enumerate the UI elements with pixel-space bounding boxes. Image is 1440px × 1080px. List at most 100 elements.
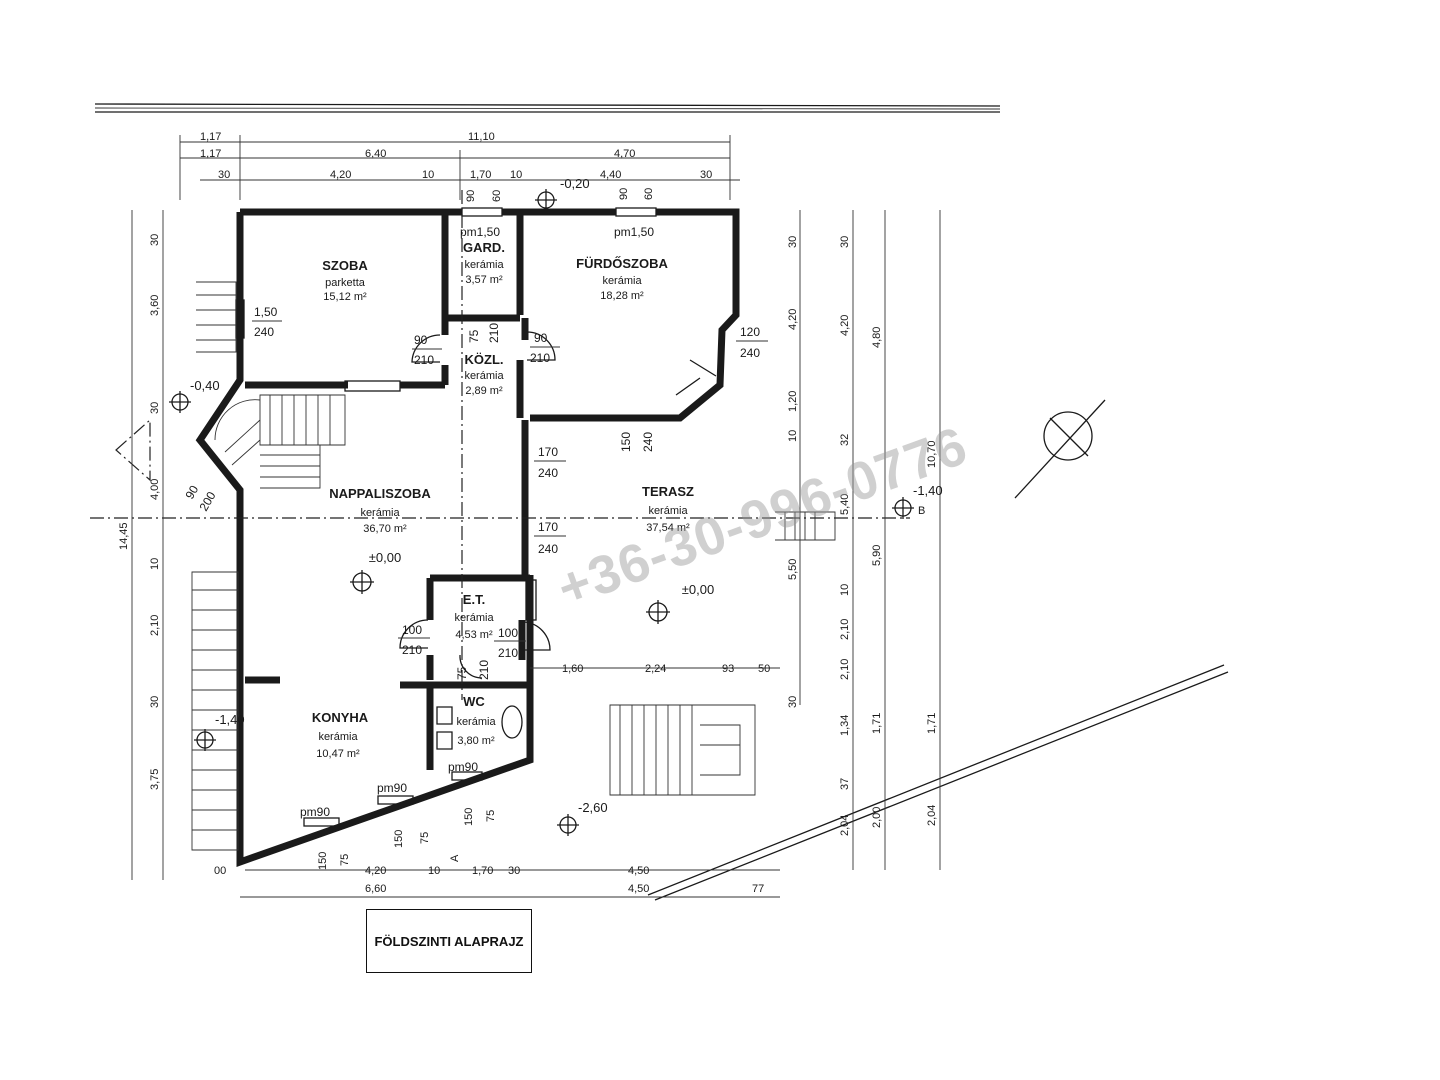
room-material: kerámia	[464, 370, 504, 382]
svg-text:30: 30	[839, 236, 851, 248]
svg-text:1,70: 1,70	[472, 865, 493, 877]
svg-text:240: 240	[740, 346, 760, 360]
exterior-stairs-terrace	[609, 704, 756, 796]
room-name: WC	[463, 694, 485, 709]
room-et: E.T. kerámia 4,53 m²	[454, 592, 494, 641]
svg-text:30: 30	[787, 696, 799, 708]
svg-text:37: 37	[839, 778, 851, 790]
room-material: parketta	[325, 277, 366, 289]
svg-text:60: 60	[643, 188, 655, 200]
room-name: E.T.	[463, 592, 485, 607]
door-label: 100 210	[494, 626, 526, 660]
room-name: NAPPALISZOBA	[329, 486, 431, 501]
door-swings	[399, 331, 717, 679]
svg-text:1,20: 1,20	[787, 391, 799, 412]
door-label: 75 210	[455, 660, 491, 680]
svg-text:150: 150	[463, 808, 475, 826]
svg-text:10: 10	[422, 169, 434, 181]
room-name: GARD.	[463, 240, 505, 255]
svg-text:30: 30	[508, 865, 520, 877]
svg-text:100: 100	[402, 623, 422, 637]
svg-text:150: 150	[317, 852, 329, 870]
window-labels: pm1,50 pm1,50 pm90 pm90 pm90	[300, 225, 654, 819]
svg-text:75: 75	[467, 329, 481, 343]
site-boundary-diagonal	[647, 664, 1229, 901]
svg-text:4,20: 4,20	[365, 865, 386, 877]
room-name: KONYHA	[312, 710, 369, 725]
level-label: -0,40	[190, 378, 220, 393]
level-marker-icon	[169, 391, 191, 413]
svg-text:4,50: 4,50	[628, 865, 649, 877]
left-dimensions: 30 3,60 30 4,00 14,45 10 2,10 30 3,75	[118, 234, 161, 790]
room-material: kerámia	[454, 612, 494, 624]
room-wc: WC kerámia 3,80 m²	[456, 694, 496, 747]
svg-text:1,71: 1,71	[871, 713, 883, 734]
room-area: 3,57 m²	[465, 274, 503, 286]
room-nappaliszoba: NAPPALISZOBA kerámia 36,70 m² ±0,00	[329, 486, 431, 565]
section-marks: A B	[449, 505, 925, 862]
svg-text:4,00: 4,00	[149, 479, 161, 500]
window-label: pm90	[448, 760, 478, 774]
svg-text:30: 30	[700, 169, 712, 181]
svg-text:120: 120	[740, 325, 760, 339]
svg-text:90: 90	[414, 333, 428, 347]
svg-text:240: 240	[254, 325, 274, 339]
svg-text:3,75: 3,75	[149, 769, 161, 790]
room-material: kerámia	[464, 259, 504, 271]
svg-text:90: 90	[465, 190, 477, 202]
room-area: 10,47 m²	[316, 748, 360, 760]
door-label: 100 210	[398, 623, 430, 657]
svg-text:5,90: 5,90	[871, 545, 883, 566]
svg-text:240: 240	[538, 542, 558, 556]
svg-text:5,50: 5,50	[787, 559, 799, 580]
right-dimensions: 30 4,20 10 1,20 5,50 30 30 4,20 32 5,40 …	[787, 236, 938, 836]
svg-text:30: 30	[149, 234, 161, 246]
svg-text:14,45: 14,45	[118, 522, 130, 550]
svg-text:10: 10	[510, 169, 522, 181]
room-area: 3,80 m²	[457, 735, 495, 747]
svg-text:240: 240	[538, 466, 558, 480]
svg-text:1,71: 1,71	[926, 713, 938, 734]
svg-text:10: 10	[149, 558, 161, 570]
svg-text:6,40: 6,40	[365, 148, 386, 160]
room-kozl: KÖZL. kerámia 2,89 m²	[464, 352, 504, 397]
svg-text:2,10: 2,10	[839, 659, 851, 680]
bottom-dimensions: 00 4,20 10 1,70 30 4,50 6,60 4,50 77 1,6…	[214, 663, 770, 895]
svg-text:10: 10	[787, 430, 799, 442]
exterior-stairs-right	[775, 511, 836, 541]
svg-text:4,80: 4,80	[871, 327, 883, 348]
window-label: pm90	[377, 781, 407, 795]
level-label: ±0,00	[369, 550, 401, 565]
room-gard: GARD. kerámia 3,57 m²	[463, 240, 505, 286]
svg-text:2,10: 2,10	[839, 619, 851, 640]
door-label: 170 240	[534, 520, 566, 556]
svg-text:6,60: 6,60	[365, 883, 386, 895]
interior-staircase	[214, 394, 346, 489]
svg-text:75: 75	[485, 810, 497, 822]
wc-fixtures	[436, 705, 523, 750]
door-label: 75 210	[467, 323, 501, 343]
windows	[235, 207, 657, 827]
svg-text:10: 10	[839, 584, 851, 596]
top-dimensions: 1,17 11,10 1,17 6,40 4,70 30 4,20 10 1,7…	[200, 131, 712, 202]
level-label: -0,20	[560, 176, 590, 191]
svg-text:1,34: 1,34	[839, 715, 851, 736]
window-label: pm90	[300, 805, 330, 819]
svg-text:30: 30	[787, 236, 799, 248]
svg-text:210: 210	[402, 643, 422, 657]
svg-text:2,00: 2,00	[871, 807, 883, 828]
svg-text:30: 30	[149, 696, 161, 708]
svg-text:4,20: 4,20	[330, 169, 351, 181]
svg-text:210: 210	[498, 646, 518, 660]
section-mark-a: A	[449, 854, 461, 862]
svg-text:90: 90	[182, 483, 201, 502]
svg-text:5,40: 5,40	[839, 494, 851, 515]
room-area: 4,53 m²	[455, 629, 493, 641]
svg-text:60: 60	[491, 190, 503, 202]
svg-text:210: 210	[414, 353, 434, 367]
svg-text:93: 93	[722, 663, 734, 675]
svg-text:50: 50	[758, 663, 770, 675]
axis-lines	[90, 190, 910, 700]
svg-text:4,70: 4,70	[614, 148, 635, 160]
